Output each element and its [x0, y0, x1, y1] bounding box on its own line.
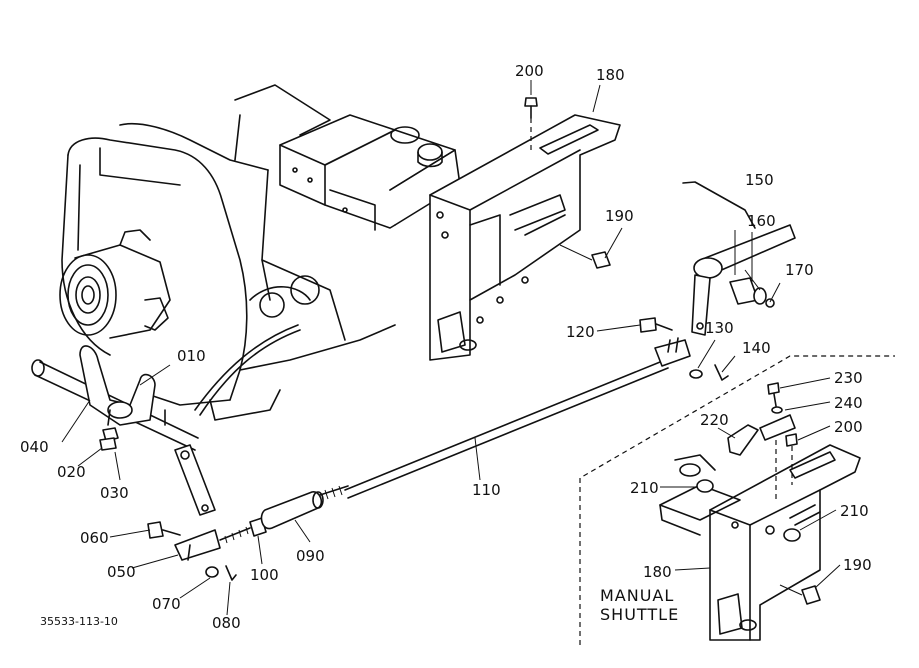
pin-120 [639, 317, 673, 333]
label-200-top: 200 [515, 62, 544, 80]
label-190-inset: 190 [843, 556, 872, 574]
label-040: 040 [20, 438, 49, 456]
label-010: 010 [177, 347, 206, 365]
label-070: 070 [152, 595, 181, 613]
label-060: 060 [80, 529, 109, 547]
cotter-pin-140 [714, 364, 729, 381]
label-240: 240 [834, 394, 863, 412]
label-180-top: 180 [596, 66, 625, 84]
label-110: 110 [472, 481, 501, 499]
shift-shaft-and-fork [31, 345, 216, 516]
transmission-housing [59, 84, 396, 426]
label-220: 220 [700, 411, 729, 429]
label-120: 120 [566, 323, 595, 341]
label-230: 230 [834, 369, 863, 387]
label-150: 150 [745, 171, 774, 189]
label-100: 100 [250, 566, 279, 584]
label-180-inset: 180 [643, 563, 672, 581]
drawing-number: 35533-113-10 [40, 615, 118, 628]
label-130: 130 [705, 319, 734, 337]
leader-lines [61, 80, 781, 616]
bolt-020-and-nut-030 [99, 409, 119, 451]
manual-shuttle-inset [579, 355, 895, 645]
label-090: 090 [296, 547, 325, 565]
shift-lever-assembly [682, 181, 796, 336]
label-030: 030 [100, 484, 129, 502]
bolt-200-top [524, 97, 538, 150]
label-160: 160 [747, 212, 776, 230]
clevis-assembly [147, 521, 251, 581]
bolt-190-top [559, 244, 611, 269]
label-020: 020 [57, 463, 86, 481]
washer-130 [689, 369, 703, 379]
label-200-inset: 200 [834, 418, 863, 436]
label-080: 080 [212, 614, 241, 632]
label-210-right: 210 [840, 502, 869, 520]
panel-caption-line2: SHUTTLE [600, 605, 679, 624]
top-bracket-plate [429, 114, 621, 361]
label-050: 050 [107, 563, 136, 581]
panel-caption-line1: MANUAL [600, 586, 674, 605]
part-number-labels: 200 180 190 150 160 170 120 130 140 010 … [20, 62, 872, 632]
label-210-left: 210 [630, 479, 659, 497]
label-140: 140 [742, 339, 771, 357]
turnbuckle-090 [260, 491, 324, 530]
upper-bracket-housing [279, 114, 461, 231]
control-rod [319, 337, 691, 500]
label-190-top: 190 [605, 207, 634, 225]
label-170: 170 [785, 261, 814, 279]
